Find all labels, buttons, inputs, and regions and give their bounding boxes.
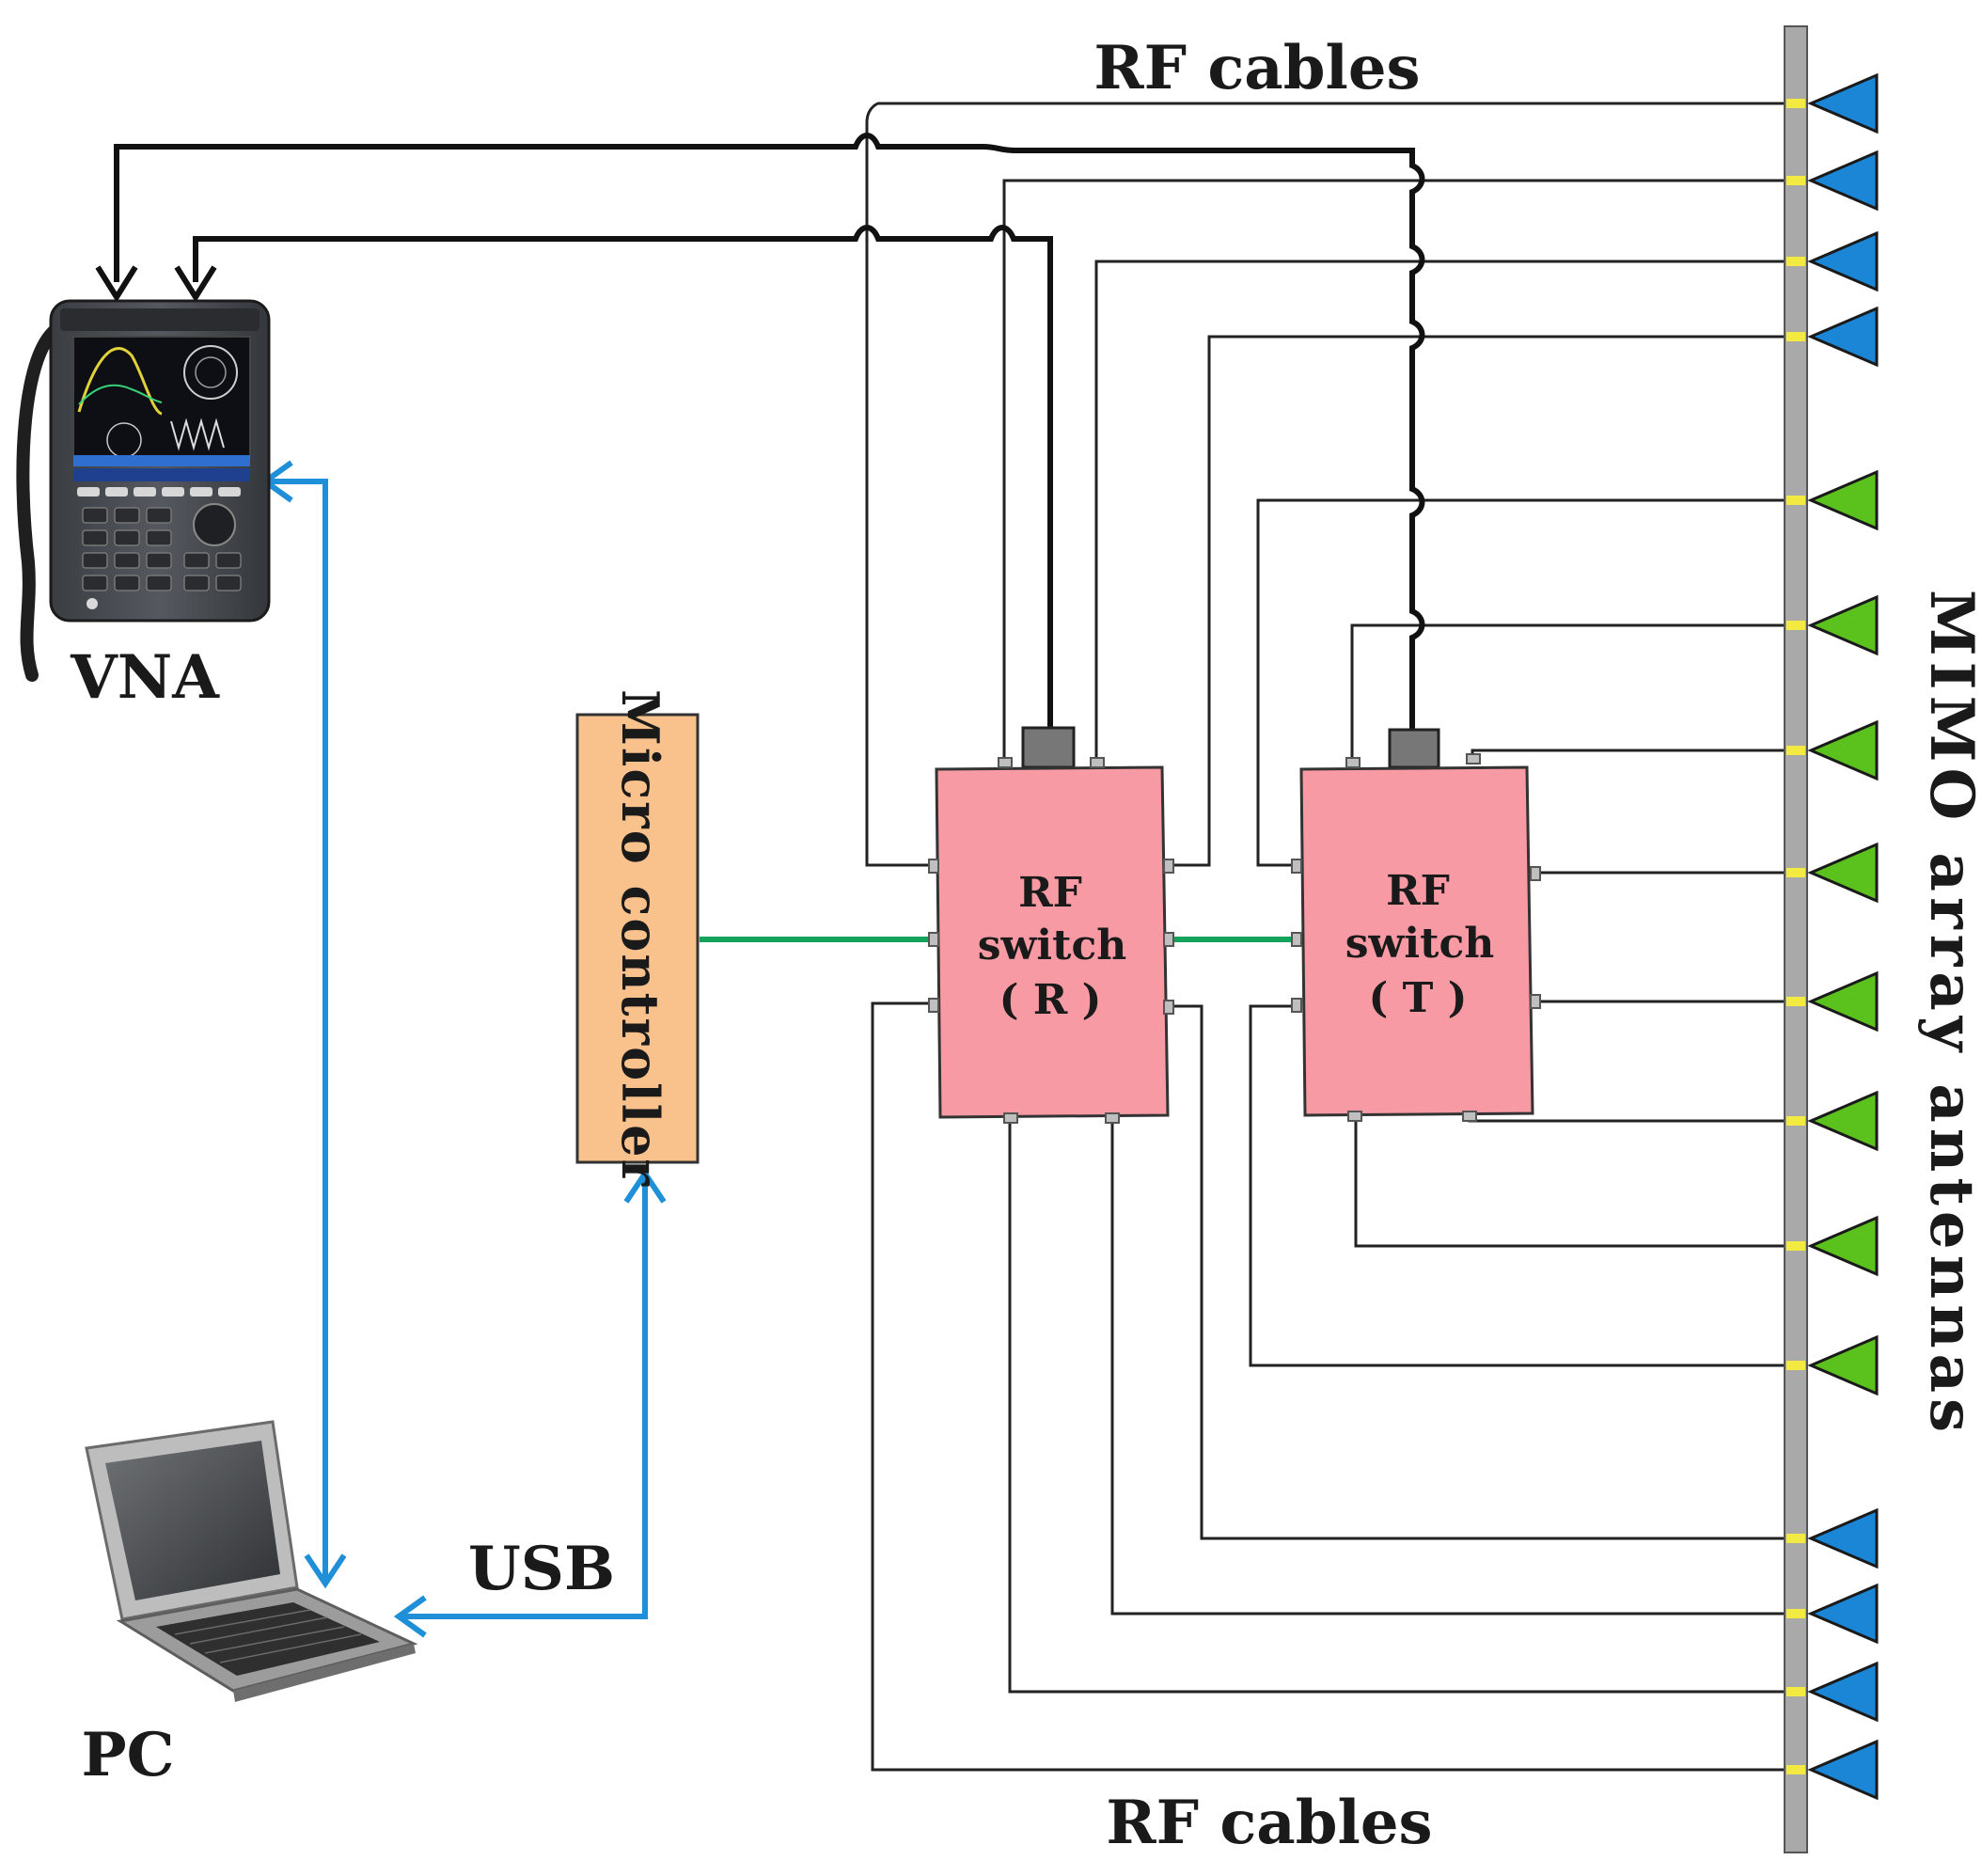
pc-laptop bbox=[85, 1420, 418, 1702]
rf-cables-top-label: RF cables bbox=[1093, 33, 1420, 103]
antenna-port bbox=[1786, 332, 1805, 341]
antenna-port bbox=[1786, 868, 1805, 877]
rf-switch-t: RF switch ( T ) bbox=[1291, 728, 1541, 1122]
usb-links bbox=[260, 460, 667, 1638]
rf-switch-r: RF switch ( R ) bbox=[928, 726, 1174, 1124]
antenna-port bbox=[1786, 496, 1805, 505]
usb-link-pc-controller bbox=[401, 1177, 648, 1619]
antenna-blue-icon bbox=[1807, 306, 1879, 368]
rf-switch-r-connector bbox=[1021, 726, 1076, 769]
vna-cables bbox=[114, 133, 1425, 732]
antenna-blue-icon bbox=[1807, 150, 1879, 212]
rf-switch-t-line2: switch bbox=[1345, 920, 1494, 968]
arrow-down-icon bbox=[174, 265, 217, 303]
laptop-screen bbox=[105, 1441, 280, 1600]
antenna-port bbox=[1786, 176, 1805, 185]
vna-knob bbox=[193, 503, 236, 546]
antenna-green-icon bbox=[1807, 842, 1879, 904]
antenna-green-icon bbox=[1807, 594, 1879, 656]
antenna-mast bbox=[1784, 25, 1808, 1853]
antenna-green-icon bbox=[1807, 1334, 1879, 1396]
antenna-array bbox=[1784, 25, 1879, 1853]
antenna-green-icon bbox=[1807, 1090, 1879, 1152]
cable-t-top-2 bbox=[1471, 749, 1792, 762]
mimo-array-label: MIMO array antennas bbox=[1916, 590, 1982, 1438]
cable-r-left-1 bbox=[865, 102, 1792, 867]
cable-r-top-1 bbox=[1002, 179, 1792, 764]
arrow-down-icon bbox=[95, 265, 138, 303]
rf-switch-t-ports bbox=[1291, 753, 1541, 1122]
rf-switch-t-line1: RF bbox=[1386, 867, 1450, 915]
micro-controller: Micro controller bbox=[575, 689, 700, 1188]
antenna-green-icon bbox=[1807, 970, 1879, 1033]
cable-r-right-2 bbox=[1166, 1004, 1792, 1540]
cable-t-bottom-1 bbox=[1354, 1115, 1792, 1248]
cable-t-top-1 bbox=[1350, 623, 1792, 764]
cable-r-right-1 bbox=[1166, 335, 1792, 867]
antenna-port bbox=[1786, 997, 1805, 1006]
rf-switch-t-line3: ( T ) bbox=[1368, 974, 1467, 1022]
vna-device bbox=[16, 299, 271, 682]
pc-label: PC bbox=[81, 1720, 174, 1790]
usb-link-vna-pc bbox=[269, 479, 328, 1580]
antenna-port bbox=[1786, 1765, 1805, 1774]
antenna-port bbox=[1786, 257, 1805, 266]
cable-t-bottom-2 bbox=[1468, 1115, 1792, 1123]
antenna-green-icon bbox=[1807, 719, 1879, 781]
antenna-blue-icon bbox=[1807, 230, 1879, 292]
arrow-down-icon bbox=[304, 1553, 347, 1589]
antenna-port bbox=[1786, 1116, 1805, 1126]
antenna-green-icon bbox=[1807, 469, 1879, 531]
arrow-up-icon bbox=[623, 1168, 667, 1204]
antenna-port bbox=[1786, 1534, 1805, 1543]
micro-controller-label: Micro controller bbox=[610, 689, 670, 1188]
antenna-port bbox=[1786, 621, 1805, 630]
antenna-blue-icon bbox=[1807, 1583, 1879, 1645]
antenna-port bbox=[1786, 99, 1805, 108]
vna-screen bbox=[72, 336, 251, 458]
antenna-port bbox=[1786, 1687, 1805, 1696]
rf-switch-r-ports bbox=[928, 757, 1174, 1124]
rf-switch-r-line3: ( R ) bbox=[999, 976, 1102, 1024]
vna-cable-arrows bbox=[95, 265, 217, 303]
rf-switch-t-box bbox=[1299, 765, 1534, 1117]
vna-strap bbox=[16, 323, 63, 682]
micro-controller-box bbox=[575, 713, 700, 1164]
antenna-blue-icon bbox=[1807, 1507, 1879, 1569]
usb-label: USB bbox=[468, 1534, 615, 1604]
antenna-green-icon bbox=[1807, 1215, 1879, 1277]
vna-cable-2 bbox=[193, 225, 1053, 730]
rf-switch-r-line1: RF bbox=[1018, 869, 1082, 917]
cable-t-left-2 bbox=[1249, 1004, 1792, 1367]
cable-r-left-2 bbox=[871, 1001, 1792, 1772]
arrow-left-icon bbox=[393, 1595, 427, 1638]
antenna-port bbox=[1786, 1361, 1805, 1370]
cable-r-bottom-2 bbox=[1110, 1115, 1792, 1616]
cable-t-left-1 bbox=[1256, 498, 1792, 867]
antenna-blue-icon bbox=[1807, 1661, 1879, 1723]
antenna-blue-icon bbox=[1807, 72, 1879, 134]
cable-r-bottom-1 bbox=[1008, 1115, 1792, 1694]
cable-r-top-2 bbox=[1094, 260, 1792, 764]
rf-cables-bottom-label: RF cables bbox=[1106, 1788, 1432, 1858]
rf-switch-r-line2: switch bbox=[978, 922, 1126, 970]
vna-cable-1 bbox=[114, 133, 1425, 732]
antenna-port bbox=[1786, 1241, 1805, 1251]
vna-label: VNA bbox=[70, 642, 220, 713]
antenna-blue-icon bbox=[1807, 1739, 1879, 1801]
rf-switch-t-connector bbox=[1388, 728, 1440, 769]
antenna-port bbox=[1786, 746, 1805, 755]
antenna-port bbox=[1786, 1609, 1805, 1618]
